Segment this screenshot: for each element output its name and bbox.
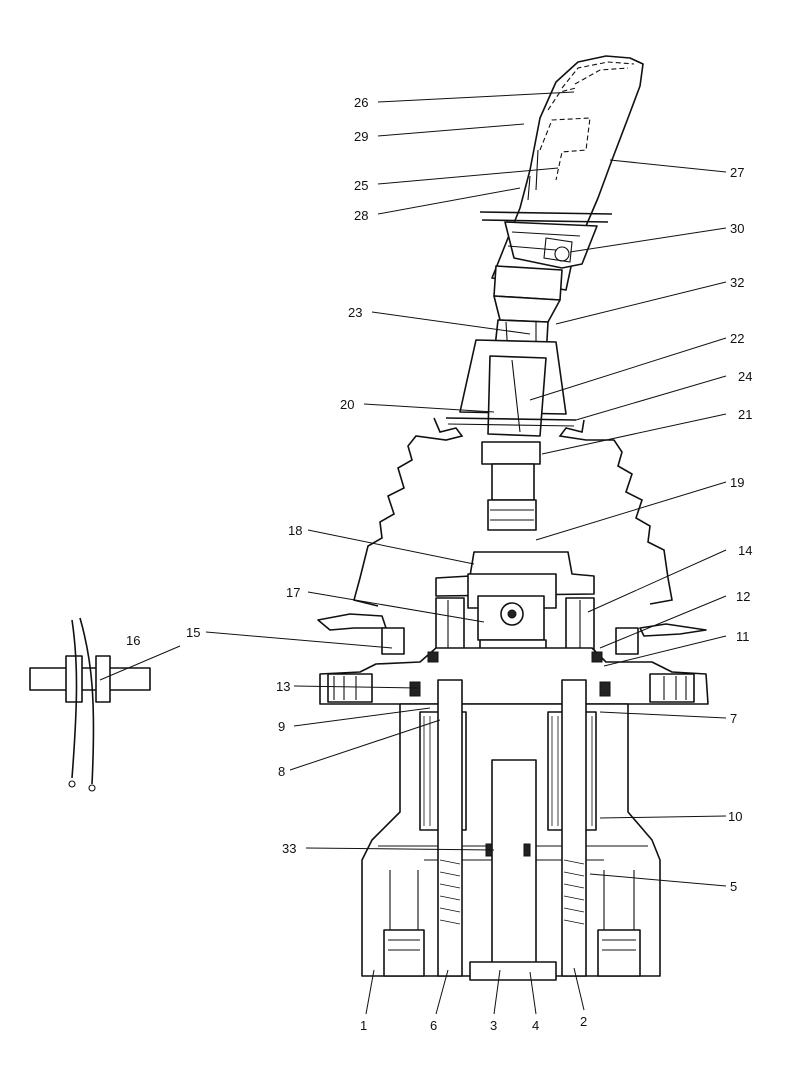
callout-23: 23 [348,305,362,320]
leader-lines [99,91,727,1015]
callout-13: 13 [276,679,290,694]
callout-20: 20 [340,397,354,412]
callout-1: 1 [360,1018,367,1033]
callout-4: 4 [532,1018,539,1033]
callout-6: 6 [430,1018,437,1033]
callout-5: 5 [730,879,737,894]
callout-30: 30 [730,221,744,236]
callout-32: 32 [730,275,744,290]
mounting-flange [317,613,709,705]
callout-28: 28 [354,208,368,223]
rubber-boot [353,417,673,607]
cable-detail [29,617,151,792]
callout-labels: 26 29 25 28 27 30 32 23 22 20 24 21 19 1… [126,95,752,1033]
callout-29: 29 [354,129,368,144]
callout-9: 9 [278,719,285,734]
callout-12: 12 [736,589,750,604]
callout-15: 15 [186,625,200,640]
callout-33: 33 [282,841,296,856]
callout-2: 2 [580,1014,587,1029]
handle-grip [479,55,644,291]
callout-7: 7 [730,711,737,726]
callout-16: 16 [126,633,140,648]
callout-25: 25 [354,178,368,193]
callout-19: 19 [730,475,744,490]
callout-14: 14 [738,543,752,558]
callout-27: 27 [730,165,744,180]
callout-26: 26 [354,95,368,110]
callout-8: 8 [278,764,285,779]
handle-shaft [459,265,567,437]
callout-3: 3 [490,1018,497,1033]
callout-10: 10 [728,809,742,824]
callout-22: 22 [730,331,744,346]
valve-body [361,679,661,981]
callout-24: 24 [738,369,752,384]
callout-11: 11 [736,629,750,644]
callout-17: 17 [286,585,300,600]
callout-18: 18 [288,523,302,538]
callout-21: 21 [738,407,752,422]
